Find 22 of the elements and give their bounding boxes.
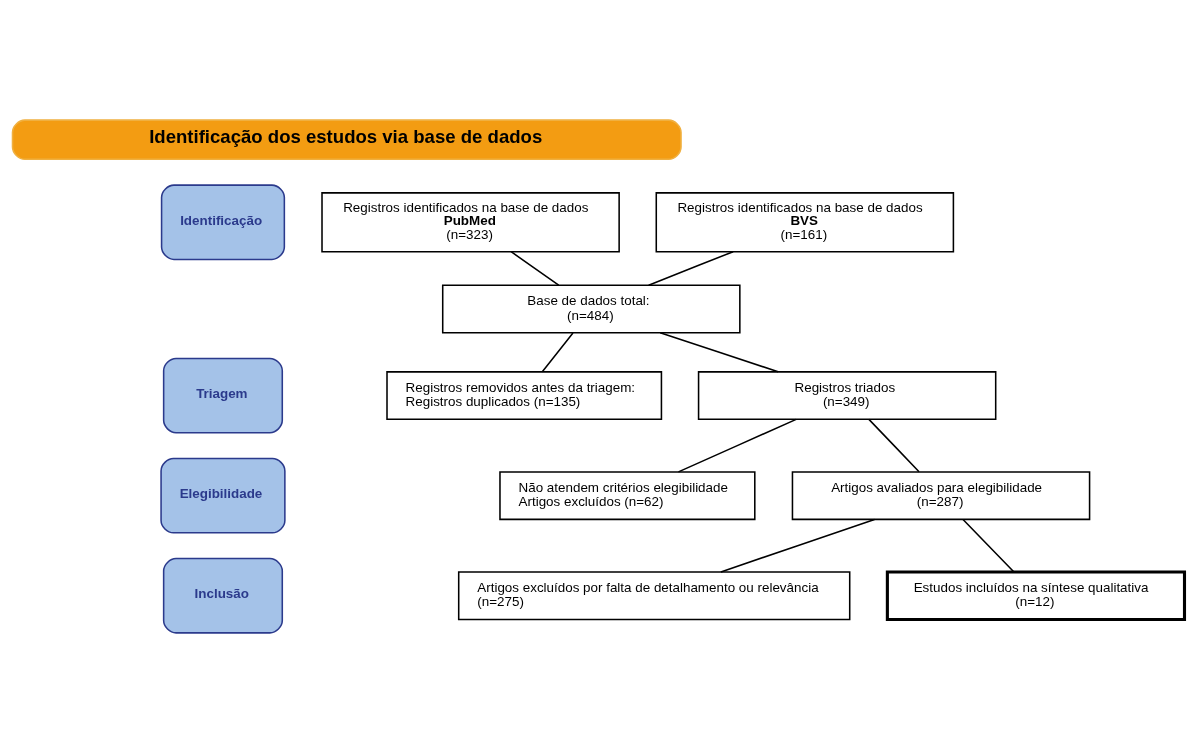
- node-box: Inclusão: [162, 557, 284, 634]
- connector: [720, 518, 876, 573]
- node-box: Base de dados total: (n=484): [441, 284, 741, 334]
- node-box: Não atendem critérios elegibilidade Artigos excluídos (n=62): [499, 471, 756, 521]
- node-box: Identificação dos estudos via base de dados: [11, 119, 682, 161]
- connector: [677, 418, 797, 473]
- connector: [647, 250, 734, 286]
- connector: [541, 332, 574, 373]
- connector: [868, 418, 920, 473]
- connector: [659, 331, 779, 373]
- node-box: Triagem: [162, 357, 284, 434]
- node-box: Registros removidos antes da triagem: Registros duplicados (n=135): [386, 371, 663, 421]
- node-box: Artigos excluídos por falta de detalhamento ou relevância (n=275): [457, 571, 851, 621]
- node-box: Estudos incluídos na síntese qualitativa (n=12): [885, 570, 1187, 621]
- node-box: Identificação: [160, 184, 286, 261]
- node-box: Elegibilidade: [160, 457, 286, 534]
- connector: [962, 518, 1015, 573]
- node-box: Registros identificados na base de dados PubMed (n=323): [321, 192, 620, 253]
- node-box: Artigos avaliados para elegibilidade (n=287): [791, 471, 1091, 521]
- node-box: Registros identificados na base de dados BVS (n=161): [655, 192, 955, 253]
- node-box: Registros triados (n=349): [697, 371, 997, 421]
- connector: [510, 250, 560, 286]
